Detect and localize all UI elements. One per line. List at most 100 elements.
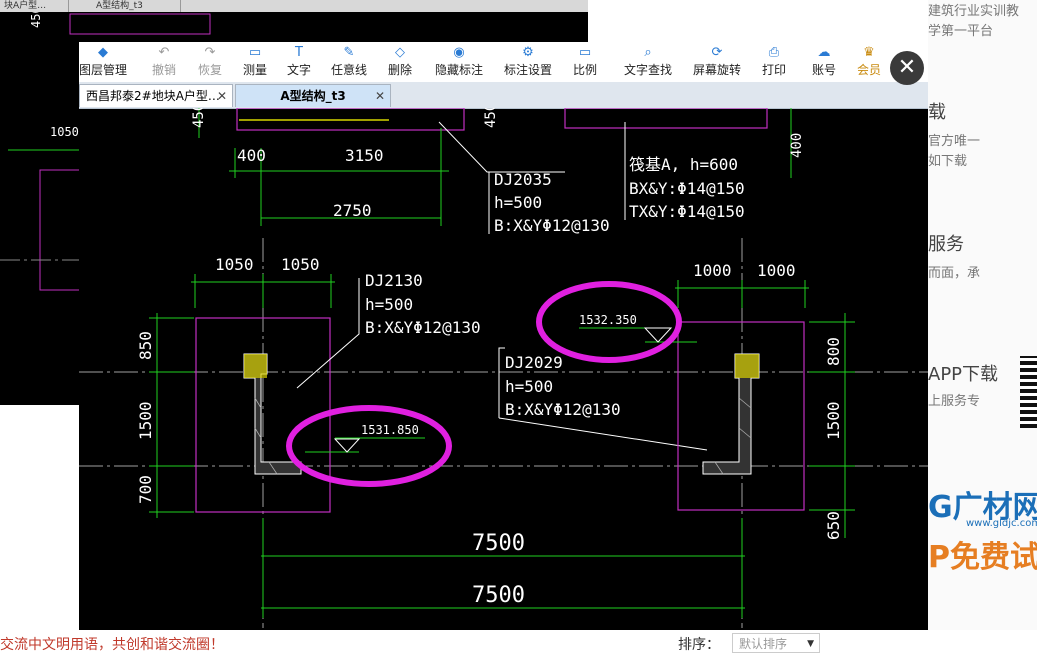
cad-canvas[interactable]: 400 3150 2750 450 450 400 DJ2035 h=500 B… bbox=[79, 103, 928, 630]
dim-text-vertical: 800 bbox=[824, 337, 843, 366]
leader-line bbox=[296, 278, 360, 389]
dim-text-vertical: 700 bbox=[136, 475, 155, 504]
dimension-lines-left bbox=[149, 274, 335, 518]
dimension-lines-bottom bbox=[261, 518, 745, 618]
annotation-text: B:X&YΦ12@130 bbox=[365, 318, 481, 337]
close-icon[interactable]: ✕ bbox=[374, 89, 385, 103]
sidebar-text: 学第一平台 bbox=[928, 24, 994, 39]
tool-hide-annotations[interactable]: ◉隐藏标注 bbox=[431, 44, 487, 80]
comment-notice: 交流中文明用语，共创和谐交流圈！ bbox=[0, 637, 224, 653]
close-icon[interactable]: ✕ bbox=[216, 89, 227, 103]
sidebar-heading[interactable]: 载 bbox=[928, 102, 946, 123]
tool-undo[interactable]: ↶撤销 bbox=[147, 44, 181, 80]
dimension-lines-right bbox=[675, 280, 855, 538]
l-column-right bbox=[702, 353, 760, 475]
elevation-text: 1531.850 bbox=[361, 423, 419, 437]
dimension-lines-top bbox=[198, 108, 792, 226]
dim-text: 1000 bbox=[757, 261, 796, 280]
eraser-icon: ◇ bbox=[395, 45, 405, 60]
tool-label: 打印 bbox=[761, 63, 786, 77]
scale-icon: ▭ bbox=[578, 45, 592, 60]
annotation-text: B:X&YΦ12@130 bbox=[505, 400, 621, 419]
dim-text: 3150 bbox=[345, 146, 384, 165]
tool-label: 撤销 bbox=[151, 63, 176, 77]
sidebar-heading[interactable]: 服务 bbox=[928, 234, 964, 255]
brand-free-banner[interactable]: P免费试 bbox=[928, 540, 1037, 575]
annotation-text: TX&Y:Φ14@150 bbox=[629, 202, 745, 221]
tab-document-active[interactable]: A型结构_t3 ✕ bbox=[235, 84, 391, 107]
tool-label: 屏幕旋转 bbox=[692, 63, 741, 77]
dim-text-vertical: 450 bbox=[191, 108, 207, 128]
leader-line bbox=[498, 347, 505, 418]
tool-label: 比例 bbox=[572, 63, 597, 77]
tool-print[interactable]: ⎙ 打印 bbox=[757, 44, 791, 80]
tool-label: 会员 bbox=[856, 63, 881, 77]
elevation-symbol bbox=[333, 438, 361, 453]
tool-account[interactable]: ☁ 账号 bbox=[807, 44, 841, 80]
background-tab[interactable]: A型结构_t3 bbox=[92, 0, 181, 12]
footing-outline bbox=[564, 107, 768, 129]
annotation-text: h=500 bbox=[494, 193, 542, 212]
annotation-text: h=500 bbox=[365, 295, 413, 314]
qr-code-icon bbox=[1020, 356, 1037, 428]
tool-rotate-screen[interactable]: ⟳屏幕旋转 bbox=[689, 44, 745, 80]
dim-text-large: 7500 bbox=[472, 583, 525, 608]
annotation-text: BX&Y:Φ14@150 bbox=[629, 179, 745, 198]
user-icon: ☁ bbox=[817, 45, 831, 60]
chevron-down-icon: ▼ bbox=[807, 639, 814, 649]
sort-select[interactable]: 默认排序 ▼ bbox=[732, 633, 820, 653]
dim-text: 2750 bbox=[333, 201, 372, 220]
annotation-text: h=500 bbox=[505, 377, 553, 396]
background-sidebar: 建筑行业实训教 学第一平台 载 官方唯一 如下载 服务 而面，承 APP下载 上… bbox=[928, 0, 1037, 656]
dim-text-vertical: 650 bbox=[824, 511, 843, 540]
settings-icon: ⚙ bbox=[522, 45, 534, 60]
tool-label: 任意线 bbox=[330, 63, 367, 77]
tool-annotation-settings[interactable]: ⚙标注设置 bbox=[500, 44, 556, 80]
tool-delete[interactable]: ◇删除 bbox=[383, 44, 417, 80]
dim-text-vertical: 850 bbox=[136, 331, 155, 360]
sidebar-text: 如下载 bbox=[928, 154, 968, 169]
dim-text: 400 bbox=[237, 146, 266, 165]
sidebar-text: 而面，承 bbox=[928, 266, 981, 281]
tool-label: 测量 bbox=[242, 63, 267, 77]
tool-label: 恢复 bbox=[197, 63, 222, 77]
tab-document[interactable]: 西昌邦泰2#地块A户型… ✕ bbox=[79, 84, 233, 107]
dim-text: 1000 bbox=[693, 261, 732, 280]
tool-label: 文字查找 bbox=[623, 63, 672, 77]
annotation-text: B:X&YΦ12@130 bbox=[494, 216, 610, 235]
close-viewer-button[interactable]: ✕ bbox=[890, 51, 924, 85]
tool-measure[interactable]: ▭测量 bbox=[238, 44, 272, 80]
brand-logo[interactable]: G广材网 bbox=[928, 490, 1037, 525]
leader-line bbox=[438, 121, 565, 173]
dim-text-vertical: 1500 bbox=[824, 401, 843, 440]
sort-select-value: 默认排序 bbox=[739, 637, 788, 651]
tool-vip[interactable]: ♛ 会员 bbox=[852, 44, 886, 80]
dim-text-vertical: 450 bbox=[483, 108, 499, 128]
tool-text-search[interactable]: ⌕ 文字查找 bbox=[620, 44, 676, 80]
annotation-text: 筏基A, h=600 bbox=[629, 155, 738, 174]
print-icon: ⎙ bbox=[768, 45, 780, 60]
annotation-text: DJ2130 bbox=[365, 271, 423, 290]
cad-drawing: 400 3150 2750 450 450 400 DJ2035 h=500 B… bbox=[79, 103, 928, 628]
elevation-text: 1532.350 bbox=[579, 313, 637, 327]
sidebar-heading[interactable]: APP下载 bbox=[928, 364, 999, 385]
elevation-symbol bbox=[643, 327, 673, 343]
dim-text: 1050 bbox=[215, 255, 254, 274]
background-tab[interactable]: 块A户型… bbox=[0, 0, 69, 12]
tool-redo[interactable]: ↷ 恢复 bbox=[193, 44, 227, 80]
leader-line bbox=[498, 417, 708, 451]
dim-text-vertical: 1500 bbox=[136, 401, 155, 440]
tool-scale[interactable]: ▭ 比例 bbox=[568, 44, 602, 80]
dim-text: 1050 bbox=[281, 255, 320, 274]
brand-url: www.gldjc.com bbox=[966, 518, 1037, 529]
tool-freeline[interactable]: ✎任意线 bbox=[327, 44, 371, 80]
highlight-circle bbox=[536, 281, 682, 363]
vip-icon: ♛ bbox=[863, 45, 875, 60]
tool-layer-manager[interactable]: ◆图层管理 bbox=[79, 44, 127, 80]
redo-icon: ↷ bbox=[204, 45, 216, 60]
search-icon: ⌕ bbox=[644, 45, 652, 60]
footing-outline-dj2029 bbox=[677, 321, 805, 511]
tool-label: 账号 bbox=[811, 63, 836, 77]
